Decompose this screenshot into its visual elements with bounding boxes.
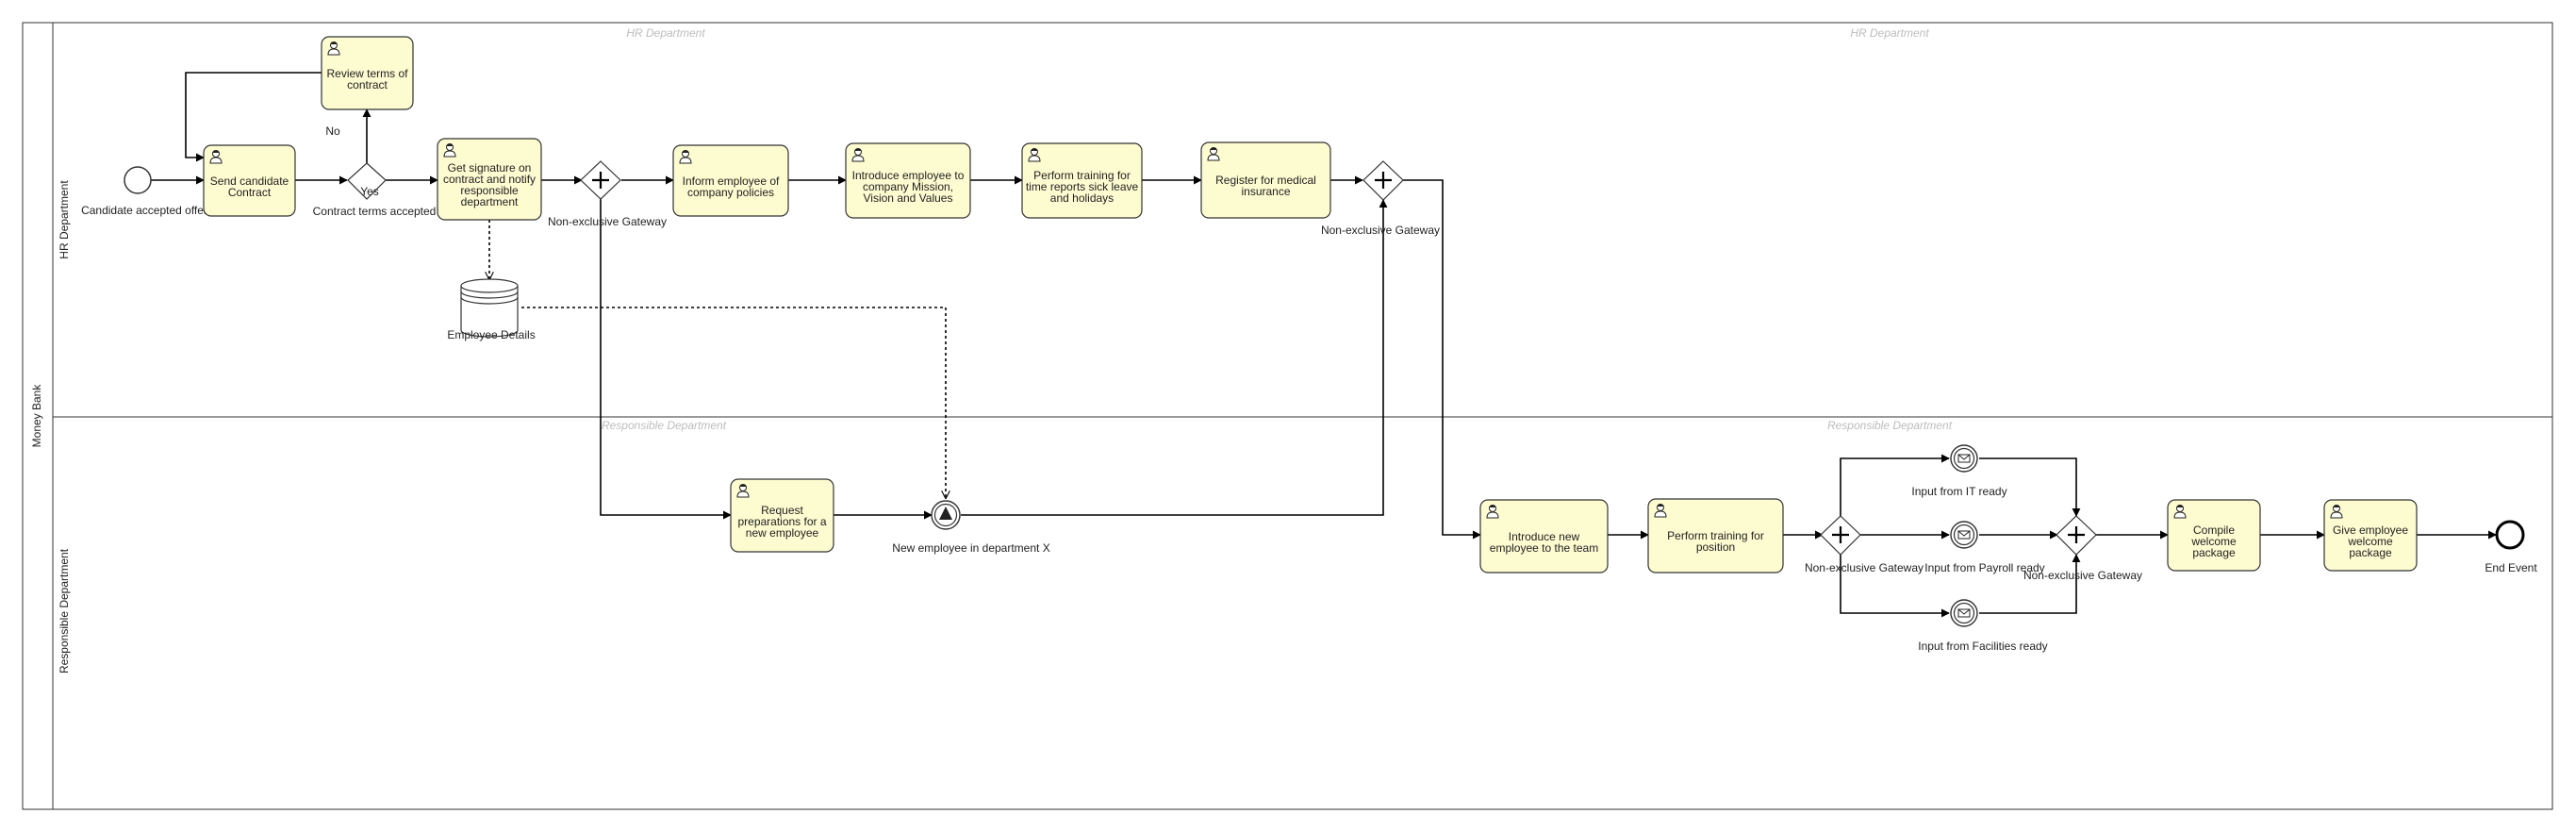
flow-inter-g2	[961, 199, 1388, 516]
start-event[interactable]: Candidate accepted offer	[81, 166, 207, 217]
flow-g3-it	[1840, 454, 1950, 516]
task-introduce-mission[interactable]: Introduce employee to company Mission, V…	[845, 142, 971, 219]
task-label: Inform employee of company policies	[682, 174, 780, 199]
gateway-contract-terms-label: Contract terms accepted	[313, 205, 437, 218]
task-label: Register for medical insurance	[1215, 174, 1316, 198]
gateway-non-exclusive-4[interactable]: Non-exclusive Gateway	[2023, 515, 2142, 582]
plus-icon	[1832, 526, 1849, 543]
start-event-label: Candidate accepted offer	[81, 204, 207, 217]
gateway-1-label: Non-exclusive Gateway	[548, 215, 667, 228]
gateway-3-label: Non-exclusive Gateway	[1805, 561, 1924, 574]
task-request-preparations[interactable]: Request preparations for a new employee	[730, 478, 834, 553]
lane-hr-watermark-2: HR Department	[1850, 26, 1929, 40]
flow-g1-request	[600, 199, 732, 520]
envelope-icon	[1957, 530, 1971, 540]
task-perform-training-time[interactable]: Perform training for time reports sick l…	[1021, 142, 1143, 219]
plus-icon	[592, 172, 609, 189]
message-it-label: Input from IT ready	[1911, 485, 2006, 498]
end-event-label: End Event	[2485, 561, 2537, 574]
intermediate-event-label: New employee in department X	[892, 541, 1049, 555]
envelope-icon	[1957, 608, 1971, 618]
gateway-2-label: Non-exclusive Gateway	[1321, 224, 1440, 237]
task-register-insurance[interactable]: Register for medical insurance	[1200, 141, 1331, 219]
task-label: Introduce new employee to the team	[1489, 529, 1599, 555]
task-label: Request preparations for a new employee	[737, 503, 827, 540]
pool: Money Bank	[22, 22, 2553, 810]
gateway-non-exclusive-1[interactable]: Non-exclusive Gateway	[548, 160, 667, 228]
lane-responsible: Responsible Department Responsible Depar…	[58, 419, 1953, 673]
pool-title: Money Bank	[30, 384, 43, 448]
flow-review-send	[185, 72, 322, 162]
task-introduce-team[interactable]: Introduce new employee to the team	[1479, 499, 1609, 573]
task-label: Get signature on contract and notify res…	[442, 161, 537, 208]
lane-resp-title: Responsible Department	[58, 548, 71, 673]
task-review-terms[interactable]: Review terms of contract	[321, 36, 414, 110]
lane-hr-title: HR Department	[58, 180, 71, 259]
data-associations	[489, 220, 946, 498]
flow-g3-facilities	[1840, 555, 1950, 618]
task-compile-package[interactable]: Compile welcome package	[2167, 499, 2261, 572]
task-perform-training-position[interactable]: Perform training for position	[1647, 498, 1784, 573]
sequence-flows	[151, 72, 2497, 618]
flow-facilities-g4	[1979, 554, 2081, 614]
task-label: Give employee welcome package	[2332, 523, 2409, 559]
lane-resp-watermark-1: Responsible Department	[602, 419, 727, 432]
plus-icon	[2068, 526, 2085, 543]
gateway-non-exclusive-2[interactable]: Non-exclusive Gateway	[1321, 160, 1440, 237]
gateway-contract-terms[interactable]: Contract terms accepted Yes No	[313, 125, 437, 218]
data-store-label: Employee Details	[447, 328, 535, 341]
lane-hr: HR Department HR Department HR Departmen…	[53, 26, 2552, 418]
flow-label-no: No	[325, 125, 340, 138]
task-label: Introduce employee to company Mission, V…	[851, 168, 965, 205]
message-event-facilities[interactable]: Input from Facilities ready	[1918, 599, 2048, 653]
lane-resp-watermark-2: Responsible Department	[1827, 419, 1953, 432]
task-label: Compile welcome package	[2191, 523, 2237, 559]
gateway-4-label: Non-exclusive Gateway	[2023, 569, 2142, 582]
task-label: Perform training for time reports sick l…	[1025, 168, 1139, 205]
envelope-icon	[1957, 454, 1971, 463]
intermediate-event[interactable]: New employee in department X	[892, 500, 1050, 555]
task-label: Perform training for position	[1667, 529, 1764, 554]
association-store-inter	[521, 307, 946, 498]
end-event[interactable]: End Event	[2485, 520, 2537, 574]
data-store-employee-details[interactable]: Employee Details	[447, 278, 536, 341]
lane-hr-watermark-1: HR Department	[626, 26, 705, 40]
flow-it-g4	[1979, 457, 2081, 517]
task-label: Review terms of contract	[326, 66, 408, 91]
message-event-payroll[interactable]: Input from Payroll ready	[1924, 521, 2045, 574]
task-inform-policies[interactable]: Inform employee of company policies	[672, 144, 789, 217]
message-facilities-label: Input from Facilities ready	[1918, 640, 2047, 653]
task-label: Send candidate Contract	[209, 174, 289, 199]
gateway-non-exclusive-3[interactable]: Non-exclusive Gateway	[1805, 515, 1924, 574]
task-get-signature[interactable]: Get signature on contract and notify res…	[437, 138, 542, 221]
message-event-it[interactable]: Input from IT ready	[1911, 444, 2007, 498]
triangle-icon	[939, 507, 952, 520]
task-give-package[interactable]: Give employee welcome package	[2323, 499, 2418, 572]
flow-label-yes: Yes	[360, 185, 379, 198]
plus-icon	[1375, 172, 1392, 189]
task-send-contract[interactable]: Send candidate Contract	[203, 144, 296, 217]
flow-g2-team	[1402, 179, 1481, 540]
message-payroll-label: Input from Payroll ready	[1924, 561, 2044, 574]
